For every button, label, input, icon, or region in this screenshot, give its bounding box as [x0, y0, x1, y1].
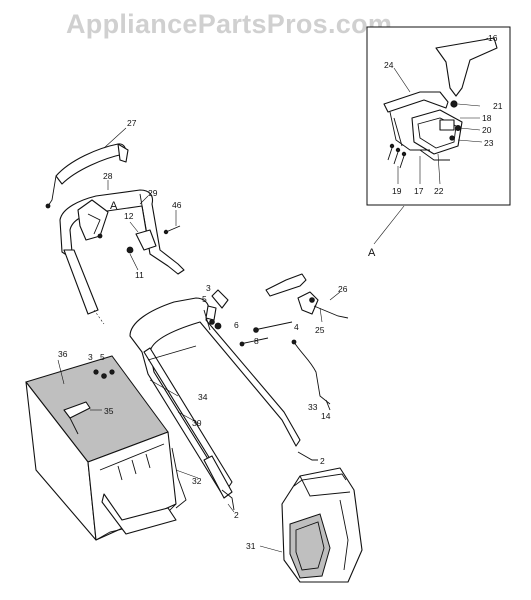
callout-22: 22	[434, 186, 444, 196]
upper-handle-27: 27	[45, 118, 137, 209]
knob-11	[126, 246, 134, 254]
callout-11: 11	[135, 270, 144, 280]
callout-25: 25	[315, 325, 325, 335]
callout-33: 33	[308, 402, 318, 412]
bolt-46	[163, 229, 169, 235]
inset-nut-18	[450, 100, 458, 108]
callout-17: 17	[414, 186, 424, 196]
callout-35: 35	[104, 406, 114, 416]
inset-label: A	[368, 247, 376, 259]
callout-6: 6	[234, 320, 239, 330]
callout-36: 36	[58, 349, 68, 359]
callout-31: 31	[246, 541, 256, 551]
callout-28: 28	[103, 171, 113, 181]
clip-12	[135, 229, 157, 251]
callout-46: 46	[172, 200, 182, 210]
callout-2-lower: 2	[234, 510, 239, 520]
detail-inset: 16 24 21 18 20 23 19 17 22	[366, 26, 511, 206]
callout-20: 20	[482, 125, 492, 135]
callout-23: 23	[484, 138, 494, 148]
upper-small-parts: 3 5 6 4 8	[202, 283, 299, 347]
callout-32: 32	[192, 476, 202, 486]
callout-3-bottom: 3	[88, 352, 93, 362]
callout-24: 24	[384, 60, 394, 70]
callout-2-right: 2	[320, 456, 325, 466]
callout-4: 4	[294, 322, 299, 332]
callout-3-top: 3	[206, 283, 211, 293]
callout-27: 27	[127, 118, 137, 128]
callout-16: 16	[488, 33, 498, 43]
inset-switch	[439, 119, 455, 131]
control-levers: 25 26	[265, 273, 349, 335]
callout-14: 14	[321, 411, 331, 421]
callout-18: 18	[482, 113, 492, 123]
callout-29: 29	[148, 188, 158, 198]
callout-5-top: 5	[202, 294, 207, 304]
callout-26: 26	[338, 284, 348, 294]
lower-small-parts: 3 5	[88, 352, 115, 379]
callout-30: 30	[192, 418, 202, 428]
callout-21: 21	[493, 101, 503, 111]
callout-12: 12	[124, 211, 134, 221]
rear-bag-31: 31	[246, 467, 363, 583]
detail-marker: A	[110, 200, 118, 212]
bag-clips: 2 2	[221, 451, 325, 520]
control-cable: 33 14	[291, 339, 331, 421]
callout-8: 8	[254, 336, 259, 346]
inset-handle-grip	[435, 37, 498, 97]
lower-handle: 34 30 32	[129, 297, 301, 499]
grass-bag-36: 36 35	[25, 349, 187, 541]
callout-34: 34	[198, 392, 208, 402]
watermark-text: AppliancePartsPros.com	[66, 9, 392, 39]
inset-upper-bar	[383, 91, 449, 113]
callout-19: 19	[392, 186, 402, 196]
upper-handle-frame: 28 29 A	[59, 171, 185, 325]
handle-fasteners: 12 11 46	[124, 200, 182, 280]
callout-5-bottom: 5	[100, 352, 105, 362]
